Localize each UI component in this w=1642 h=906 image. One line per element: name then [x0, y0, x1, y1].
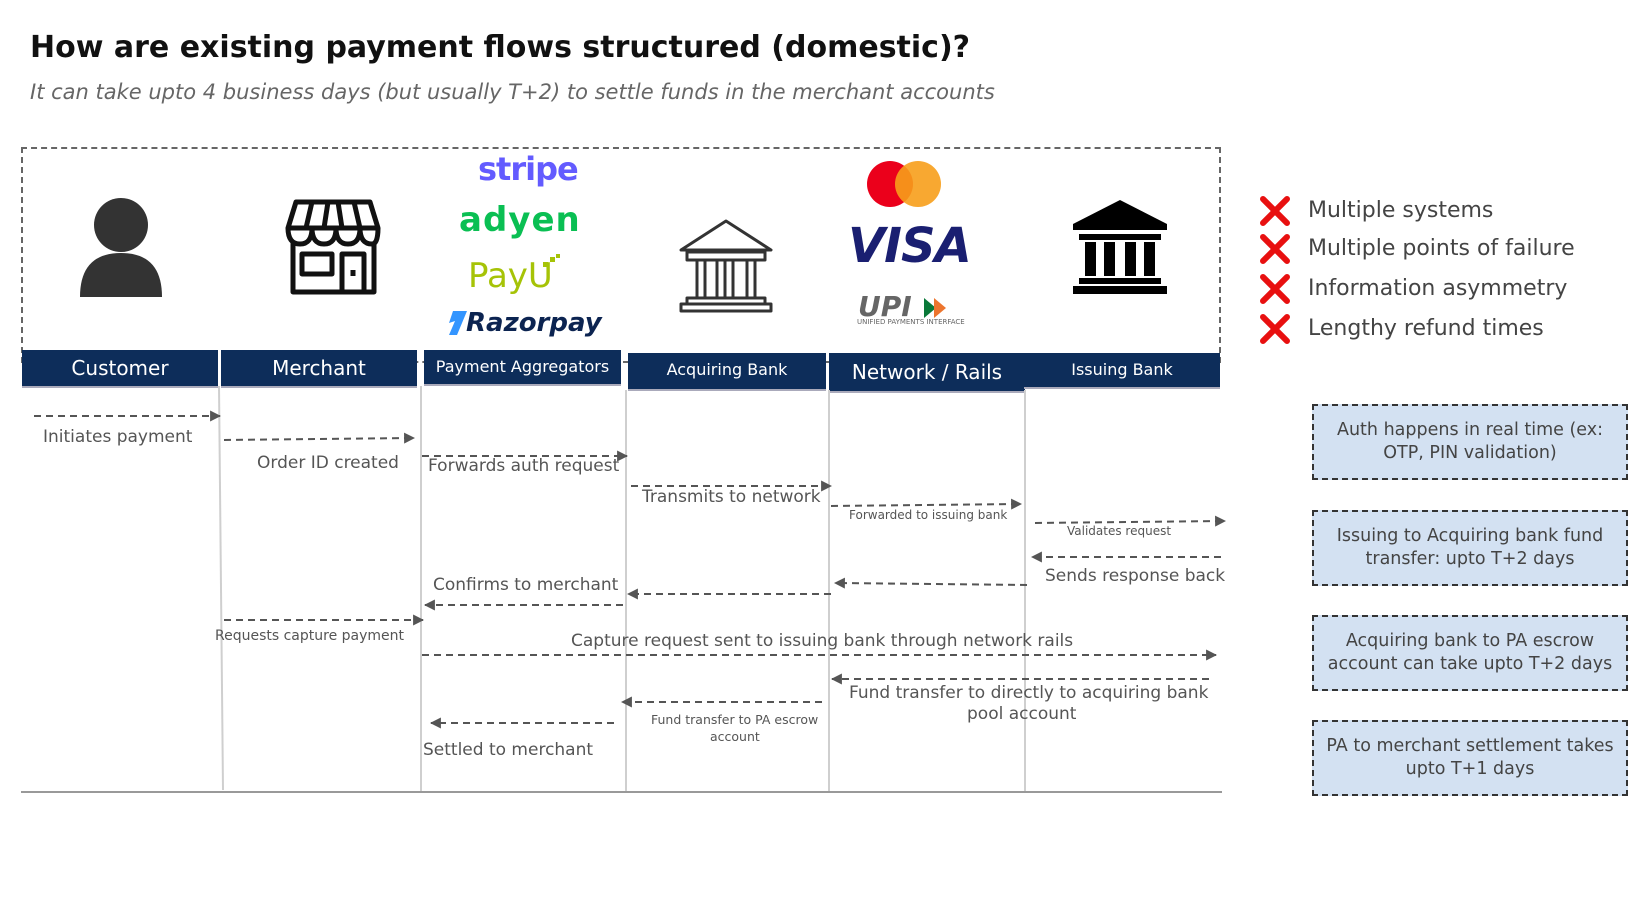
arrow-order-id	[223, 432, 416, 444]
note-issuing-to-acquiring: Issuing to Acquiring bank fund transfer:…	[1312, 510, 1628, 586]
arrow-validates	[1034, 515, 1227, 527]
bank-outline-icon	[679, 219, 773, 313]
msg-validates: Validates request	[1067, 524, 1172, 538]
note-auth-real-time: Auth happens in real time (ex: OTP, PIN …	[1312, 404, 1628, 480]
msg-transmits: Transmits to network	[642, 487, 821, 507]
payu-logo: PayU	[468, 256, 553, 296]
red-cross-icon	[1260, 274, 1290, 304]
msg-forwards-auth: Forwards auth request	[428, 456, 620, 476]
lifelines	[218, 385, 1026, 792]
msg-forwarded-issuing: Forwarded to issuing bank	[849, 508, 1008, 522]
red-cross-icon	[1260, 314, 1290, 344]
note-acquiring-to-pa: Acquiring bank to PA escrow account can …	[1312, 615, 1628, 691]
upi-tagline: UNIFIED PAYMENTS INTERFACE	[857, 318, 965, 326]
con-points-of-failure: Multiple points of failure	[1308, 236, 1575, 261]
lane-header-customer: Customer	[22, 350, 218, 388]
participants-logo-box	[21, 147, 1221, 363]
note-pa-to-merchant: PA to merchant settlement takes upto T+1…	[1312, 720, 1628, 796]
msg-capture-sent: Capture request sent to issuing bank thr…	[571, 631, 1074, 651]
msg-confirms: Confirms to merchant	[433, 575, 619, 595]
msg-requests-capture: Requests capture payment	[215, 628, 405, 644]
razorpay-logo: Razorpay	[466, 308, 602, 338]
arrow-response-to-acquiring	[833, 577, 1028, 589]
person-icon	[80, 198, 162, 297]
msg-sends-response: Sends response back	[1045, 566, 1226, 586]
con-information-asymmetry: Information asymmetry	[1308, 276, 1568, 301]
msg-initiates-payment: Initiates payment	[43, 427, 193, 447]
lifeline-merchant	[218, 385, 224, 791]
msg-settled: Settled to merchant	[423, 740, 594, 760]
stripe-logo: stripe	[478, 150, 579, 188]
page-subtitle: It can take upto 4 business days (but us…	[30, 80, 995, 104]
razorpay-mark-icon	[449, 311, 467, 335]
upi-arrow-icon	[924, 298, 946, 318]
mastercard-icon	[867, 161, 941, 207]
con-refund-times: Lengthy refund times	[1308, 316, 1544, 341]
page-title: How are existing payment flows structure…	[30, 30, 971, 65]
upi-logo: UPI	[858, 290, 912, 323]
lane-header-issuing-bank: Issuing Bank	[1024, 353, 1220, 389]
storefront-icon	[285, 199, 381, 295]
lane-header-merchant: Merchant	[221, 350, 417, 388]
msg-fund-transfer-acquiring-line2: pool account	[967, 704, 1077, 724]
msg-fund-transfer-pa-line2: account	[710, 729, 760, 744]
arrow-forwarded-issuing	[830, 498, 1023, 510]
payu-dots-icon	[543, 254, 560, 267]
red-cross-icon	[1260, 196, 1290, 226]
lane-header-payment-aggregators: Payment Aggregators	[424, 350, 621, 386]
msg-fund-transfer-acquiring-line1: Fund transfer to directly to acquiring b…	[849, 683, 1209, 703]
msg-fund-transfer-pa-line1: Fund transfer to PA escrow	[651, 712, 819, 727]
con-multiple-systems: Multiple systems	[1308, 198, 1494, 223]
msg-order-id: Order ID created	[257, 453, 399, 473]
lane-header-acquiring-bank: Acquiring Bank	[628, 353, 826, 391]
bank-solid-icon	[1073, 200, 1167, 294]
adyen-logo: adyen	[459, 200, 581, 240]
lane-header-network-rails: Network / Rails	[829, 353, 1025, 393]
visa-logo: VISA	[848, 218, 972, 274]
red-cross-icon	[1260, 234, 1290, 264]
